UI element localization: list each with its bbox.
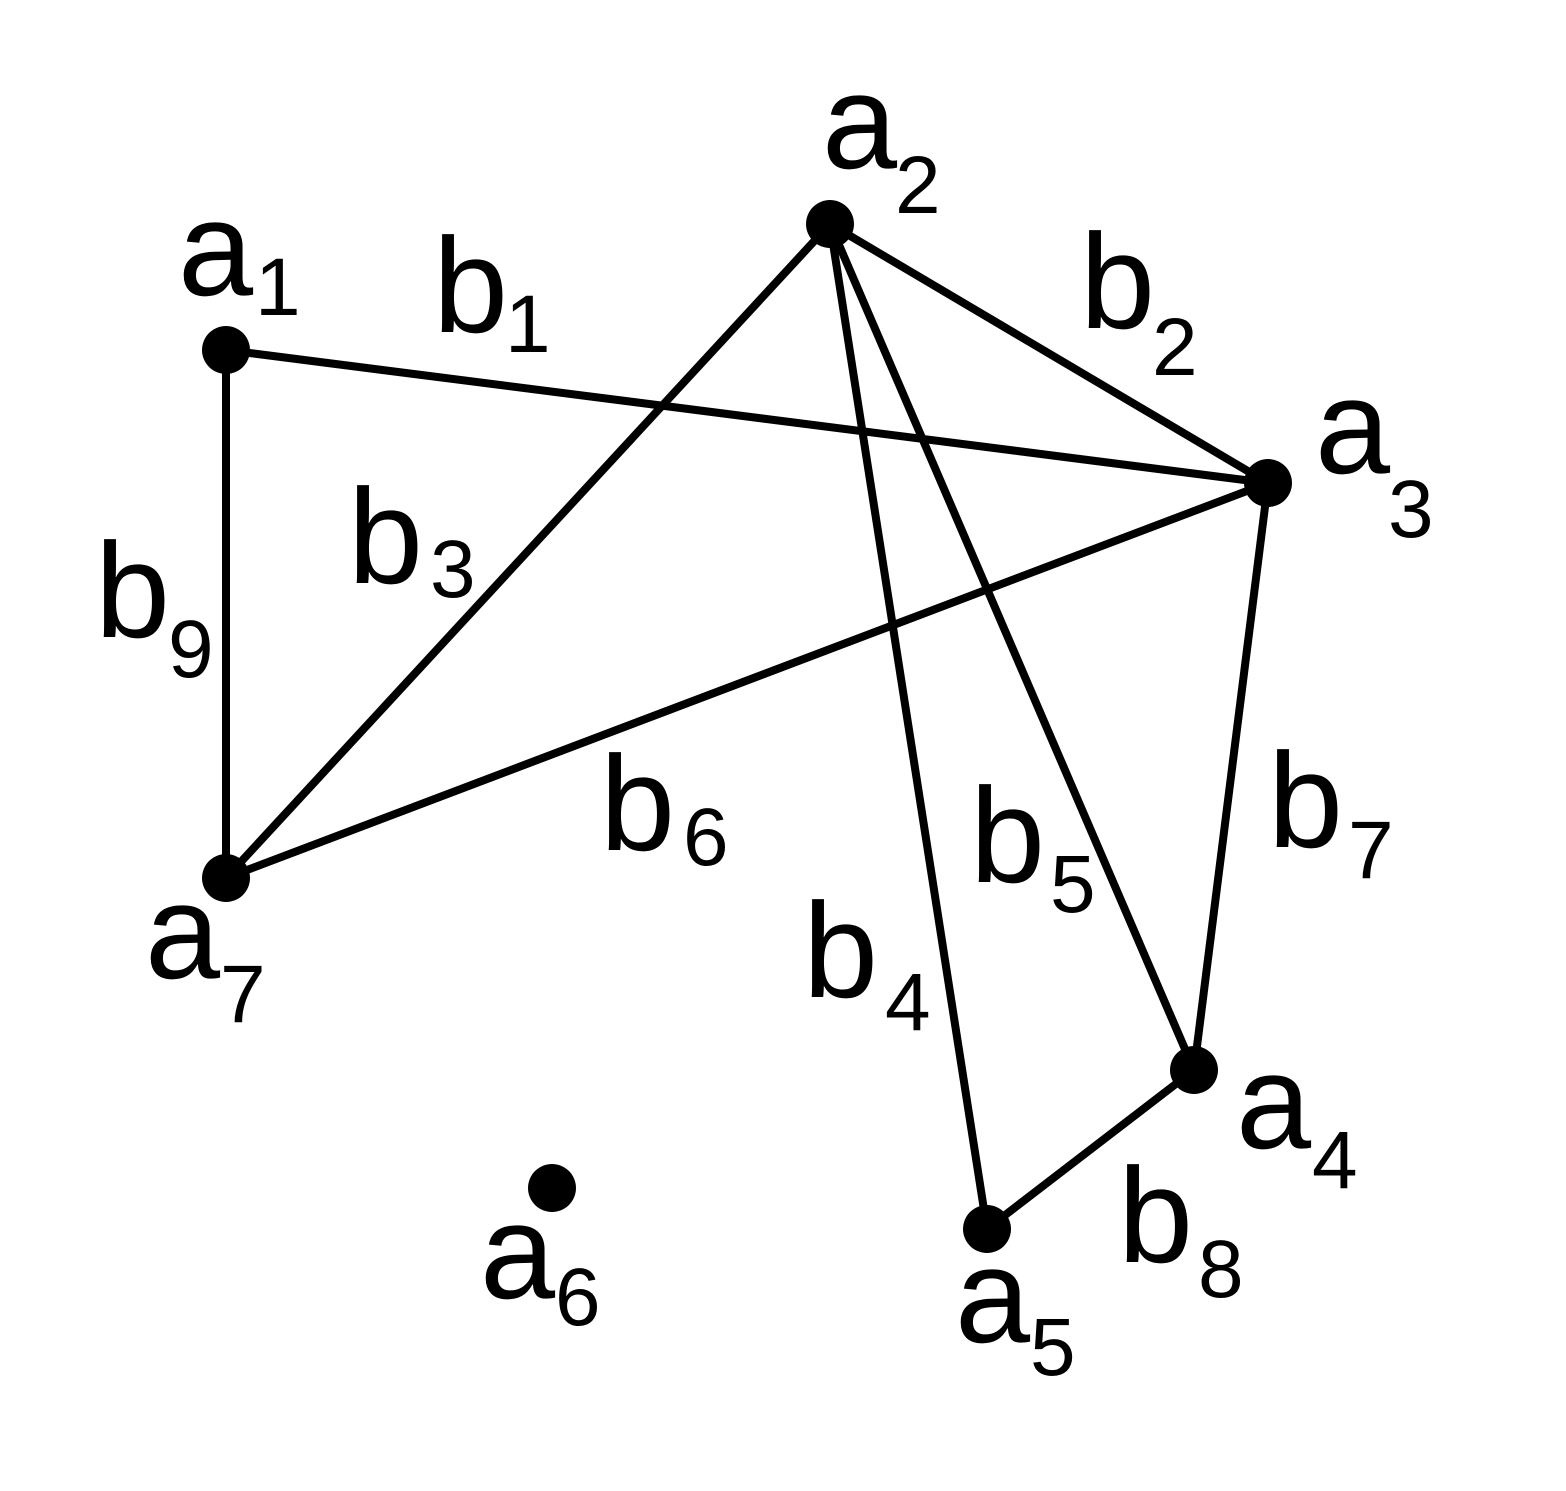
label-b3-base: b	[348, 461, 423, 612]
label-a6-base: a	[480, 1176, 556, 1327]
node-a1	[202, 326, 250, 374]
label-b1-subscript: 1	[505, 279, 551, 370]
label-b4-subscript: 4	[885, 957, 931, 1048]
edge-b2	[826, 220, 1272, 487]
edge-b5	[826, 220, 1198, 1074]
label-a2-base: a	[822, 46, 898, 197]
label-a3-base: a	[1315, 351, 1391, 502]
node-a3	[1244, 459, 1292, 507]
label-a4-base: a	[1236, 1026, 1312, 1177]
label-b2: b2	[1080, 206, 1198, 393]
label-a6-subscript: 6	[555, 1252, 601, 1343]
label-b8-subscript: 8	[1198, 1224, 1244, 1315]
label-a7-subscript: 7	[220, 949, 266, 1040]
edge-b4	[826, 220, 991, 1233]
label-b1-base: b	[433, 210, 508, 361]
label-b9-base: b	[95, 515, 170, 666]
label-b2-subscript: 2	[1152, 302, 1198, 393]
label-b5-base: b	[970, 760, 1045, 911]
node-a6	[528, 1164, 576, 1212]
label-a1-subscript: 1	[255, 242, 301, 333]
label-b3-subscript: 3	[430, 524, 476, 615]
label-a5-base: a	[955, 1220, 1031, 1371]
label-b5-subscript: 5	[1050, 839, 1096, 930]
node-a7	[202, 854, 250, 902]
edge-b1	[222, 346, 1272, 487]
label-a5-subscript: 5	[1030, 1302, 1076, 1393]
label-b6-subscript: 6	[683, 792, 729, 883]
label-b1: b1	[433, 210, 551, 370]
label-a2: a2	[822, 46, 941, 231]
label-a4-subscript: 4	[1312, 1115, 1358, 1206]
edge-b3	[222, 220, 834, 882]
nodes-layer	[202, 200, 1292, 1253]
label-b8-base: b	[1118, 1140, 1193, 1291]
node-a5	[963, 1205, 1011, 1253]
label-a3: a3	[1315, 351, 1434, 555]
label-b9-subscript: 9	[168, 604, 214, 695]
label-b7-base: b	[1268, 725, 1343, 876]
node-a4	[1170, 1046, 1218, 1094]
edge-b8	[983, 1066, 1198, 1233]
label-b6-base: b	[600, 728, 675, 879]
label-b2-base: b	[1080, 206, 1155, 357]
label-b9: b9	[95, 515, 214, 695]
label-a1-base: a	[178, 173, 254, 324]
node-a2	[806, 200, 854, 248]
edge-b6	[222, 479, 1272, 882]
edge-b7	[1190, 479, 1272, 1074]
label-a3-subscript: 3	[1388, 464, 1434, 555]
label-a2-subscript: 2	[895, 140, 941, 231]
label-b4-base: b	[803, 875, 878, 1026]
label-b7-subscript: 7	[1348, 805, 1394, 896]
label-a7-base: a	[145, 856, 221, 1007]
edges-layer	[222, 220, 1272, 1233]
